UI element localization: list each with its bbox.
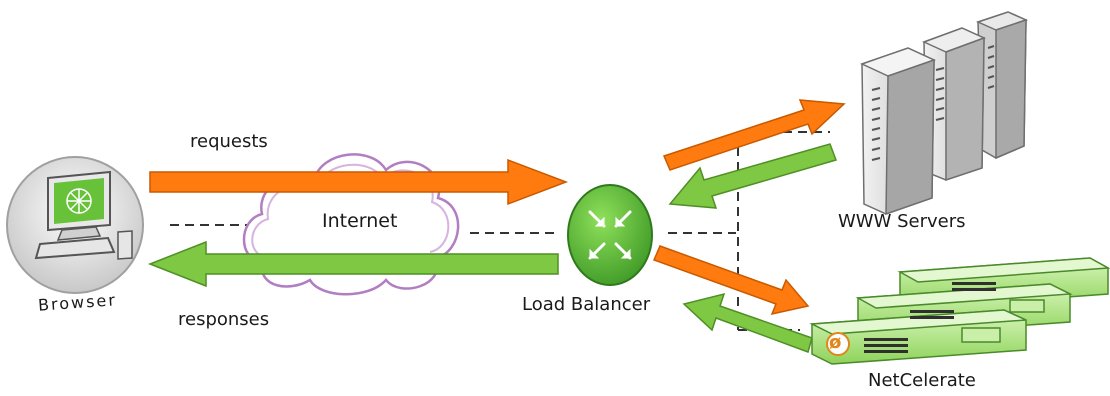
nc-to-lb-arrow: [682, 292, 813, 353]
internet-label: Internet: [322, 210, 398, 232]
load-balancer-label: Load Balancer: [522, 294, 651, 315]
requests-label: requests: [190, 131, 268, 152]
server-tower-icon: [859, 11, 1029, 216]
responses-label: responses: [178, 309, 270, 330]
response-arrow: [147, 240, 559, 288]
lb-to-nc-arrow: [652, 245, 810, 316]
netcelerate-label: NetCelerate: [868, 370, 976, 391]
www-servers-label: WWW Servers: [838, 211, 966, 232]
lb-to-www-arrow: [662, 99, 846, 171]
www-to-lb-arrow: [668, 143, 837, 209]
router-icon: [567, 184, 653, 286]
netcelerate-logo-mark: ø: [829, 332, 842, 353]
appliance-icon: [809, 257, 1110, 365]
request-arrow: [149, 158, 569, 206]
computer-monitor-icon: [6, 156, 144, 294]
